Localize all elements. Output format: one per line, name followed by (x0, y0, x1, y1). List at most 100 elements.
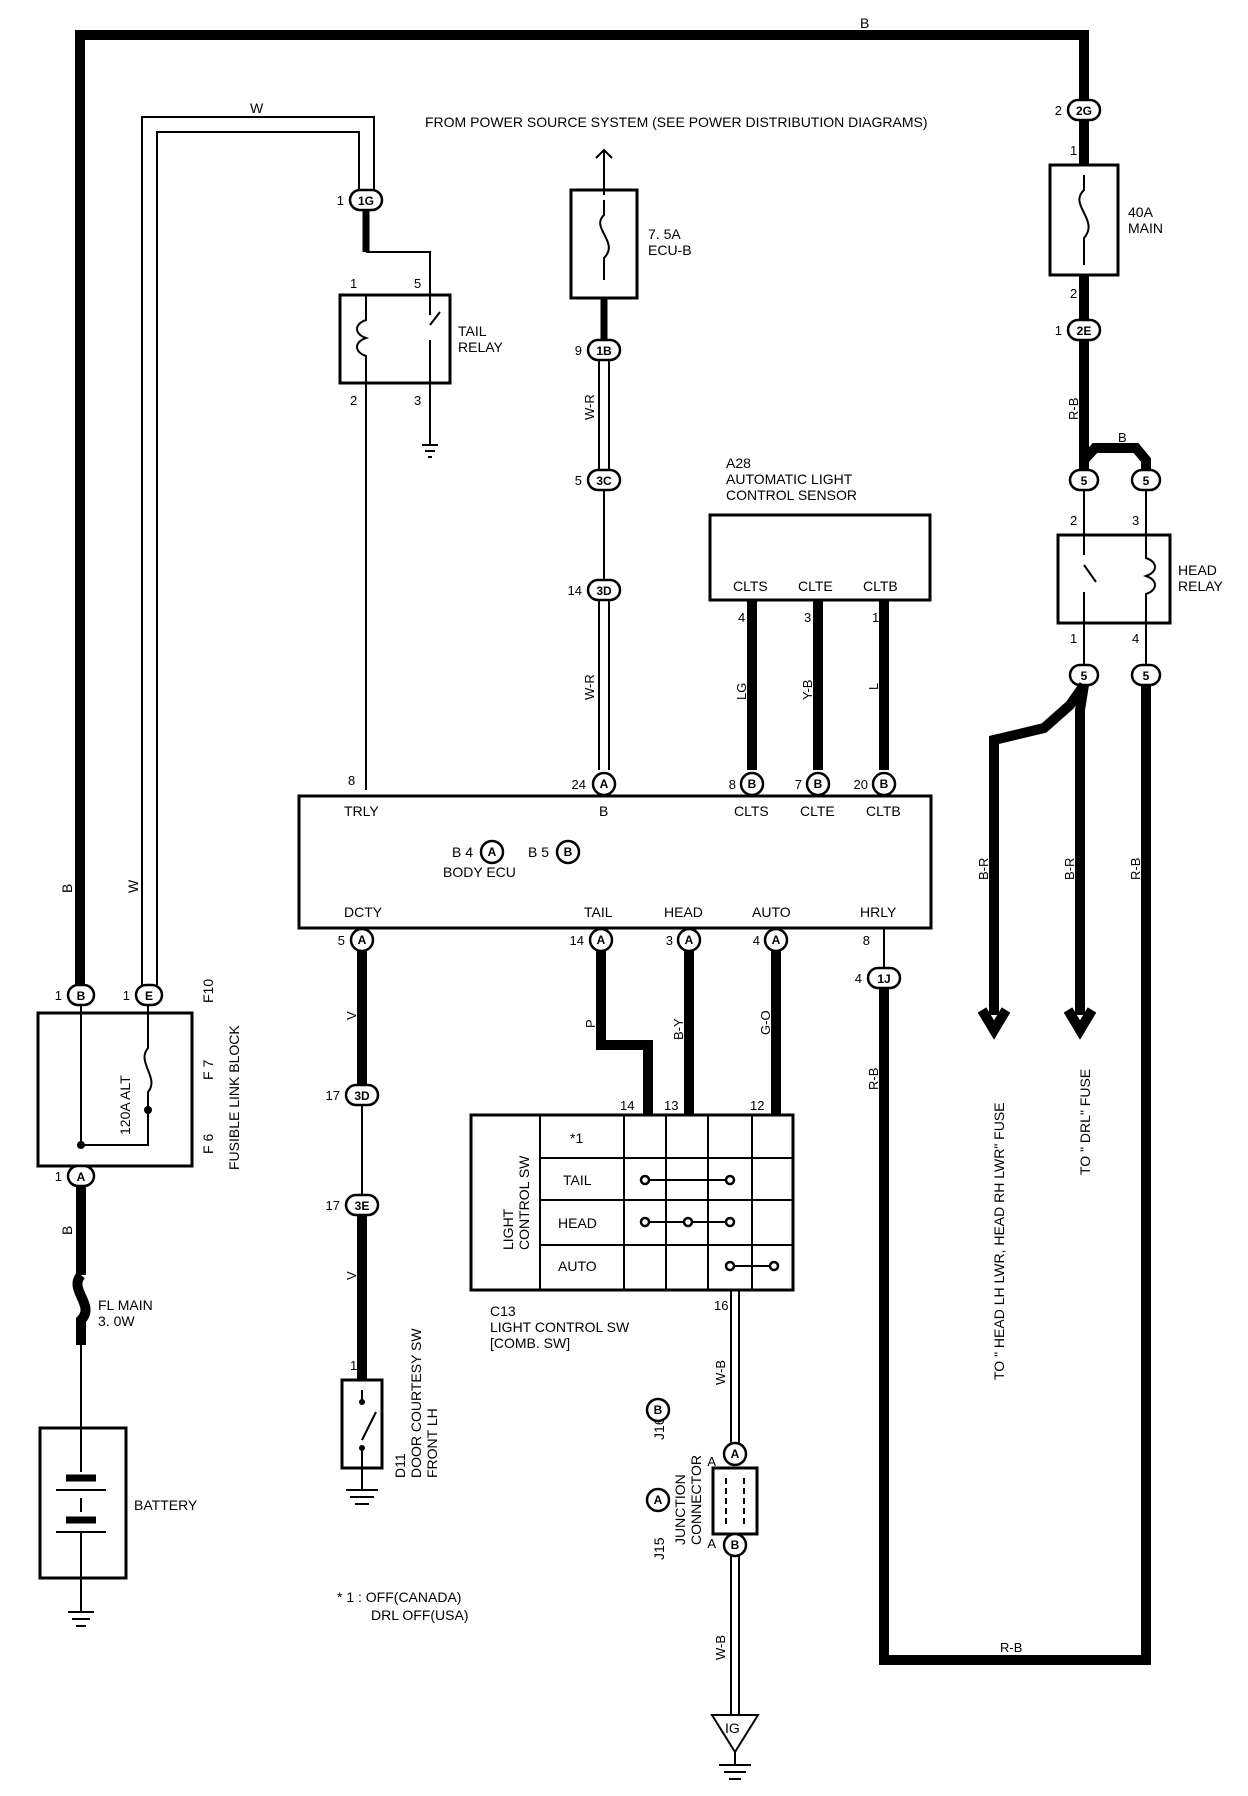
fusible-link-block: B 1 E 1 120A ALT F 6 F 7 F10 FUSIBLE LIN… (36, 979, 242, 1345)
junction-name-1: JUNCTION (672, 1474, 688, 1545)
svg-text:3: 3 (804, 610, 811, 625)
wire-color-br-2: B-R (1062, 858, 1077, 880)
svg-text:3D: 3D (354, 1089, 370, 1103)
wire-color-b-left: B (59, 884, 75, 893)
wire-color-wb-1: W-B (713, 1360, 728, 1385)
svg-text:B: B (77, 989, 86, 1003)
svg-text:3E: 3E (355, 1199, 370, 1213)
svg-text:5: 5 (1143, 669, 1150, 683)
svg-text:B: B (880, 777, 889, 791)
light-sw-row-1: *1 (570, 1130, 583, 1146)
ecub-fuse-element (599, 200, 610, 280)
light-sw-row-head: HEAD (558, 1215, 597, 1231)
wire-color-b-jumper: B (1118, 430, 1127, 445)
ecu-terminal-auto: AUTO (752, 904, 791, 920)
sensor-terminal-clte: CLTE (798, 578, 833, 594)
svg-text:A: A (731, 1447, 740, 1461)
sensor-name-1: AUTOMATIC LIGHT (726, 471, 853, 487)
main-b-wire: B B (59, 15, 1089, 985)
svg-text:2G: 2G (1076, 104, 1092, 118)
alt-fuse-element (143, 1005, 153, 1118)
svg-text:5: 5 (1143, 474, 1150, 488)
body-ecu: A 24 B 8 B 7 B 20 TRLY B CLTS CLTE CLTB … (297, 771, 933, 953)
svg-text:A: A (654, 1493, 663, 1507)
svg-text:3C: 3C (596, 474, 612, 488)
tail-relay-coil (356, 295, 370, 383)
tail-relay: 1G 1 1 5 2 3 TAIL RELAY 8 (337, 188, 504, 790)
battery: BATTERY (38, 1345, 198, 1627)
ecu-terminal-dcty: DCTY (344, 904, 383, 920)
junction-code-j16: J16 (651, 1417, 667, 1440)
ecub-fuse-rating: 7. 5A (648, 226, 681, 242)
to-head-fuse-label: TO " HEAD LH LWR, HEAD RH LWR" FUSE (991, 1102, 1007, 1380)
svg-text:3: 3 (1132, 513, 1139, 528)
svg-text:2: 2 (1070, 513, 1077, 528)
sensor-terminal-cltb: CLTB (863, 578, 898, 594)
light-sw-name-1: LIGHT CONTROL SW (490, 1319, 630, 1335)
svg-text:9: 9 (575, 343, 582, 358)
door-sw-name-2: FRONT LH (424, 1408, 440, 1478)
svg-text:3D: 3D (596, 584, 612, 598)
wire-color-wb-2: W-B (713, 1635, 728, 1660)
svg-text:A: A (772, 933, 781, 947)
w-wire: W W (125, 100, 375, 985)
wire-color-yb: Y-B (800, 680, 815, 700)
junction-connector (711, 1466, 759, 1536)
svg-text:B: B (654, 1403, 663, 1417)
ground-ig-label: IG (725, 1720, 740, 1736)
ground-ig-triangle (710, 1714, 760, 1754)
junction-connector-branch: W-B A A A B J15 J16 A B JUNCTION CONNECT… (645, 1290, 760, 1780)
ecu-terminal-head: HEAD (664, 904, 703, 920)
ecu-name: BODY ECU (443, 864, 516, 880)
head-relay-label-2: RELAY (1178, 578, 1224, 594)
svg-text:1: 1 (55, 988, 62, 1003)
ecu-pin-8-clts (739, 771, 765, 797)
svg-text:A: A (597, 933, 606, 947)
svg-text:1: 1 (350, 1358, 357, 1373)
main-fuse-rating: 40A (1128, 204, 1154, 220)
svg-text:20: 20 (854, 777, 868, 792)
wire-color-v-1: V (344, 1011, 359, 1020)
svg-text:1: 1 (350, 276, 357, 291)
light-sw-code: C13 (490, 1303, 516, 1319)
head-relay-label-1: HEAD (1178, 562, 1217, 578)
head-relay-box (1056, 533, 1172, 625)
fuse-code-f10: F10 (200, 979, 216, 1003)
fl-main-label-2: 3. 0W (98, 1313, 135, 1329)
svg-text:13: 13 (664, 1098, 678, 1113)
head-relay-section: 2G 2 1 40A MAIN 2 2E 1 R-B B 5 5 2 3 HEA… (976, 98, 1224, 1380)
svg-text:1: 1 (1070, 143, 1077, 158)
head-relay-contact (1083, 535, 1097, 623)
svg-text:2E: 2E (1077, 324, 1092, 338)
alt-fuse-label: 120A ALT (117, 1075, 133, 1135)
svg-text:8: 8 (729, 777, 736, 792)
svg-text:16: 16 (714, 1298, 728, 1313)
svg-text:1: 1 (337, 193, 344, 208)
svg-text:17: 17 (326, 1198, 340, 1213)
light-sw-side-1: LIGHT (500, 1208, 516, 1250)
svg-text:A: A (685, 933, 694, 947)
fuse-code-f6: F 6 (200, 1134, 216, 1154)
power-source-label: FROM POWER SOURCE SYSTEM (SEE POWER DIST… (425, 114, 927, 130)
svg-text:2: 2 (1070, 286, 1077, 301)
sensor-name-2: CONTROL SENSOR (726, 487, 857, 503)
svg-text:1G: 1G (358, 194, 374, 208)
svg-text:1: 1 (55, 1169, 62, 1184)
wire-color-w-top: W (250, 100, 264, 116)
connector-1b (586, 338, 622, 362)
svg-text:24: 24 (572, 777, 586, 792)
sensor-code: A28 (726, 455, 751, 471)
svg-text:1: 1 (123, 988, 130, 1003)
svg-text:5: 5 (575, 473, 582, 488)
fusible-link-label: FUSIBLE LINK BLOCK (226, 1025, 242, 1170)
wire-color-by: B-Y (671, 1018, 686, 1040)
svg-text:17: 17 (326, 1088, 340, 1103)
body-ecu-box (297, 794, 933, 930)
ecu-terminal-clts: CLTS (734, 803, 769, 819)
svg-text:8: 8 (863, 933, 870, 948)
connector-3d-top (586, 578, 622, 602)
ecu-terminal-b: B (599, 803, 608, 819)
svg-text:B: B (731, 1538, 740, 1552)
battery-label: BATTERY (134, 1497, 198, 1513)
